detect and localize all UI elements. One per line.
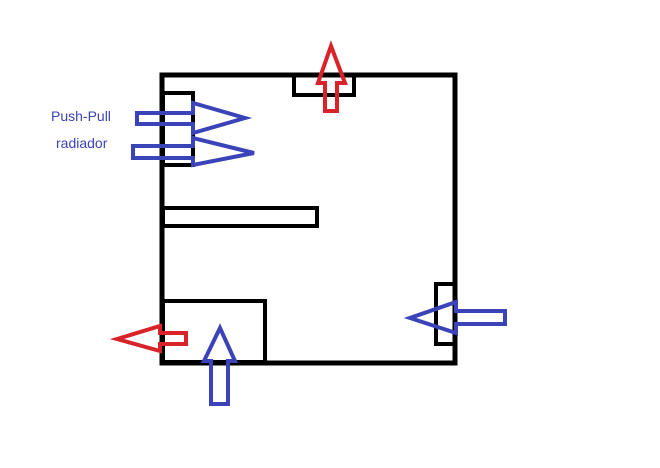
drive-shelf: [161, 206, 319, 228]
intake-arrow-radiator-top: [135, 100, 253, 136]
exhaust-arrow-psu: [109, 323, 188, 354]
rear-fan-slot: [434, 282, 457, 346]
push-pull-label: Push-Pull: [51, 108, 111, 124]
radiator-label: radiador: [56, 135, 108, 151]
radiator-slot: [161, 91, 195, 167]
intake-arrow-rear: [403, 299, 507, 336]
exhaust-arrow-top: [315, 40, 348, 113]
intake-arrow-radiator-bottom: [131, 135, 255, 168]
intake-arrow-bottom: [200, 323, 239, 406]
